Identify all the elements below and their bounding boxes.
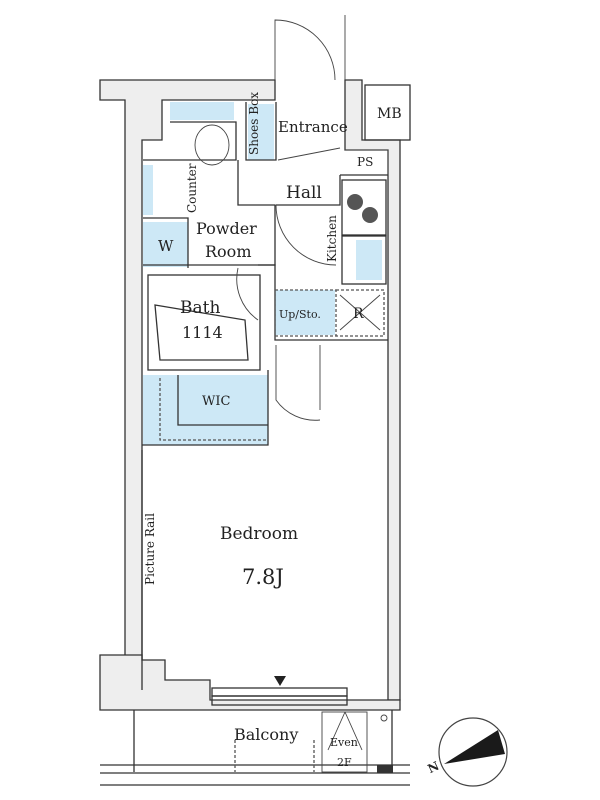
counter-label: Counter (185, 163, 199, 213)
bedroom-size-label: 7.8J (242, 565, 284, 589)
entrance-door (274, 19, 336, 81)
mb-label: MB (377, 106, 402, 122)
mb-box (364, 84, 411, 141)
interior-walls (141, 102, 388, 690)
picture-rail-label: Picture Rail (143, 513, 157, 585)
hall-label: Hall (286, 183, 322, 203)
floor-label: 2F (337, 756, 352, 769)
storage-areas (143, 102, 382, 445)
bath-size-label: 1114 (182, 323, 223, 342)
powder-room-label-1: Powder (196, 219, 257, 238)
even-label: Even (330, 736, 358, 749)
bedroom-label: Bedroom (220, 524, 298, 544)
shoes-box-label: Shoes Box (247, 92, 261, 155)
window-marker-icon (274, 676, 286, 686)
walls (99, 79, 411, 711)
washer-label: W (158, 237, 174, 255)
compass-north-label: N (425, 759, 441, 776)
ps-label: PS (357, 155, 373, 169)
wic-label: WIC (202, 394, 230, 409)
compass-icon (438, 717, 508, 787)
kitchen-label: Kitchen (325, 215, 339, 262)
bath-label: Bath (180, 298, 220, 318)
refrigerator-label: R (353, 306, 364, 322)
up-sto-label: Up/Sto. (279, 308, 321, 321)
entrance-label: Entrance (278, 118, 348, 136)
powder-room-label-2: Room (205, 242, 251, 261)
balcony-label: Balcony (234, 725, 298, 744)
doors (194, 15, 378, 421)
balcony-area (100, 676, 410, 786)
